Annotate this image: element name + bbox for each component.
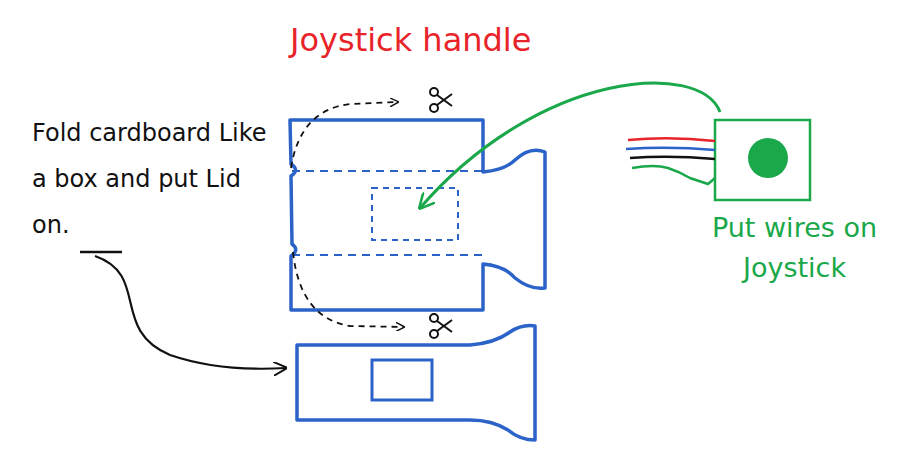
cardboard-net: [290, 120, 545, 310]
scissors-symbol: [430, 88, 452, 112]
cut-arrow: [291, 102, 398, 168]
joystick-knob: [748, 138, 788, 178]
lid-hole: [372, 360, 432, 400]
joystick-cutout: [372, 188, 458, 240]
wiring-note: Put wires on Joystick: [692, 208, 897, 288]
wire: [628, 138, 715, 141]
scissors-symbol: [430, 314, 452, 338]
joystick-module: [715, 120, 810, 200]
cut-arrow: [293, 252, 404, 327]
instruction-note: Fold cardboard Like a box and put Lid on…: [32, 110, 282, 248]
wire: [630, 157, 715, 159]
underline: [80, 251, 122, 254]
lid: [297, 326, 535, 440]
wire: [632, 166, 715, 184]
fold-line: [292, 254, 483, 256]
placement-arrow: [420, 83, 720, 208]
title-label: Joystick handle: [290, 20, 610, 60]
leader-arrow: [95, 256, 286, 369]
wire: [626, 148, 715, 150]
